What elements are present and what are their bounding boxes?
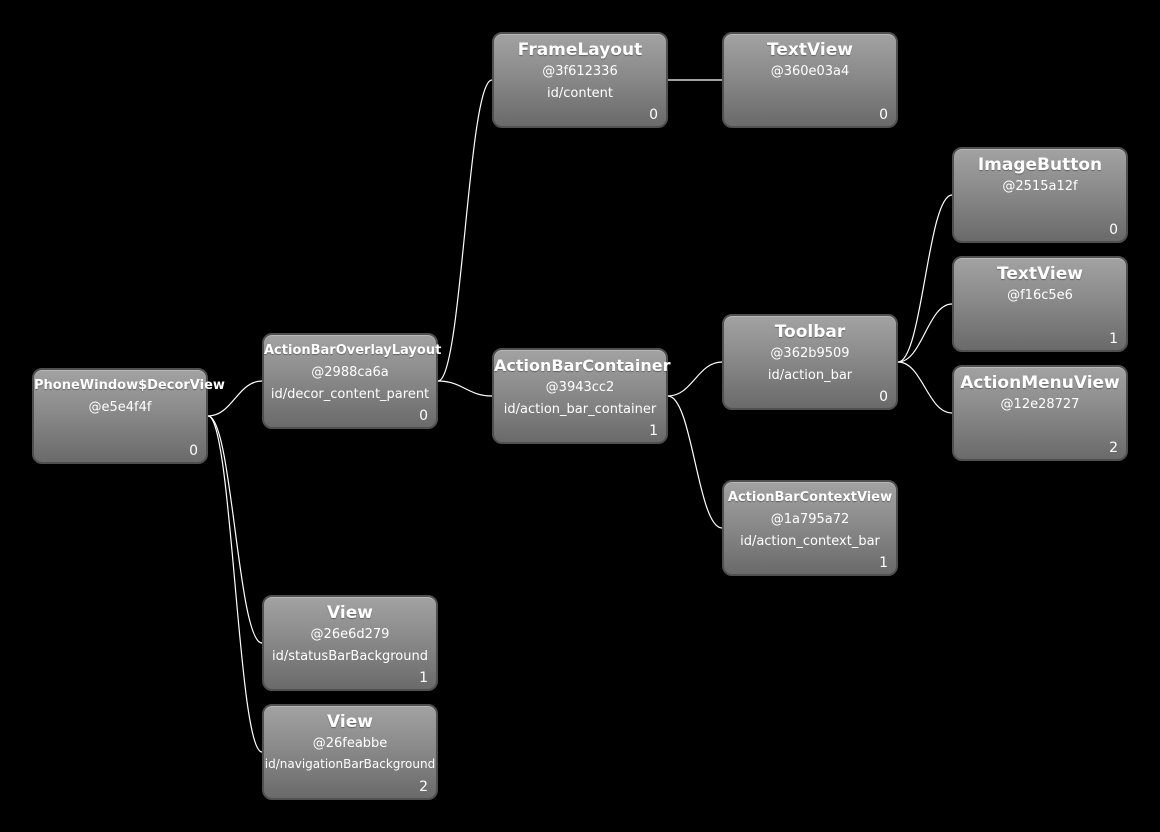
node-hash: @362b9509 [770,346,850,361]
node-phonewindow-decorview[interactable]: PhoneWindow$DecorView @e5e4f4f 0 [32,368,225,464]
node-hash: @3943cc2 [545,380,615,395]
edge-toolbar-to-textview_toolbar [897,303,953,363]
node-textview-toolbar[interactable]: TextView @f16c5e6 1 [952,256,1128,352]
node-index: 2 [1109,440,1118,456]
node-class-name: ActionMenuView [960,373,1120,393]
node-framelayout[interactable]: FrameLayout @3f612336 id/content 0 [492,32,668,128]
node-view-statusbarbackground[interactable]: View @26e6d279 id/statusBarBackground 1 [262,595,438,691]
node-index: 1 [419,670,428,686]
node-hash: @1a795a72 [770,512,850,527]
edge-overlay-to-abcontainer [437,380,493,397]
node-hash: @3f612336 [542,64,618,79]
edge-decorview-to-navbar [207,415,263,753]
node-imagebutton[interactable]: ImageButton @2515a12f 0 [952,147,1128,243]
edge-overlay-to-frame [437,79,493,382]
node-class-name: View [327,712,373,732]
node-index: 1 [879,555,888,571]
node-class-name: ImageButton [977,155,1103,175]
node-class-name: TextView [997,264,1083,284]
edge-abcontainer-to-contextview [667,395,723,529]
node-class-name: Toolbar [774,322,846,342]
node-actionmenuview[interactable]: ActionMenuView @12e28727 2 [952,365,1128,461]
node-hash: @26e6d279 [310,627,390,642]
edge-toolbar-to-imagebutton [897,194,953,363]
node-index: 1 [1109,331,1118,347]
node-view-navigationbarbackground[interactable]: View @26feabbe id/navigationBarBackgroun… [262,704,438,800]
node-class-name: TextView [767,40,853,60]
edge-toolbar-to-actionmenu [897,361,953,414]
node-actionbaroverlaylayout[interactable]: ActionBarOverlayLayout @2988ca6a id/deco… [262,333,442,429]
edge-decorview-to-overlay [207,380,263,417]
node-hash: @2988ca6a [311,365,389,380]
node-index: 0 [879,389,888,405]
node-index: 2 [419,779,428,795]
node-class-name: ActionBarContextView [727,490,893,505]
node-hash: @2515a12f [1002,179,1078,194]
node-class-name: ActionBarContainer [494,356,671,375]
node-view-id: id/navigationBarBackground [264,757,436,771]
node-index: 1 [649,423,658,439]
node-hash: @26feabbe [312,736,388,751]
node-view-id: id/action_bar_container [503,402,657,417]
node-class-name: PhoneWindow$DecorView [34,378,225,393]
node-index: 0 [419,408,428,424]
node-view-id: id/statusBarBackground [272,649,428,664]
edge-abcontainer-to-toolbar [667,361,723,397]
node-index: 0 [1109,222,1118,238]
node-toolbar[interactable]: Toolbar @362b9509 id/action_bar 0 [722,314,898,410]
node-class-name: ActionBarOverlayLayout [264,343,442,358]
node-view-id: id/content [546,86,613,101]
node-actionbarcontainer[interactable]: ActionBarContainer @3943cc2 id/action_ba… [492,348,671,444]
node-view-id: id/action_context_bar [740,534,880,549]
node-view-id: id/decor_content_parent [270,387,430,402]
node-index: 0 [649,107,658,123]
node-view-id: id/action_bar [767,368,853,383]
node-hash: @12e28727 [1000,397,1080,412]
node-class-name: FrameLayout [517,40,643,60]
node-class-name: View [327,603,373,623]
node-hash: @360e03a4 [770,64,850,79]
node-index: 0 [189,443,198,459]
node-textview-content[interactable]: TextView @360e03a4 0 [722,32,898,128]
edge-decorview-to-statusbar [207,415,263,644]
node-hash: @e5e4f4f [88,400,152,415]
node-hash: @f16c5e6 [1007,288,1073,303]
node-index: 0 [879,107,888,123]
node-actionbarcontextview[interactable]: ActionBarContextView @1a795a72 id/action… [722,480,898,576]
